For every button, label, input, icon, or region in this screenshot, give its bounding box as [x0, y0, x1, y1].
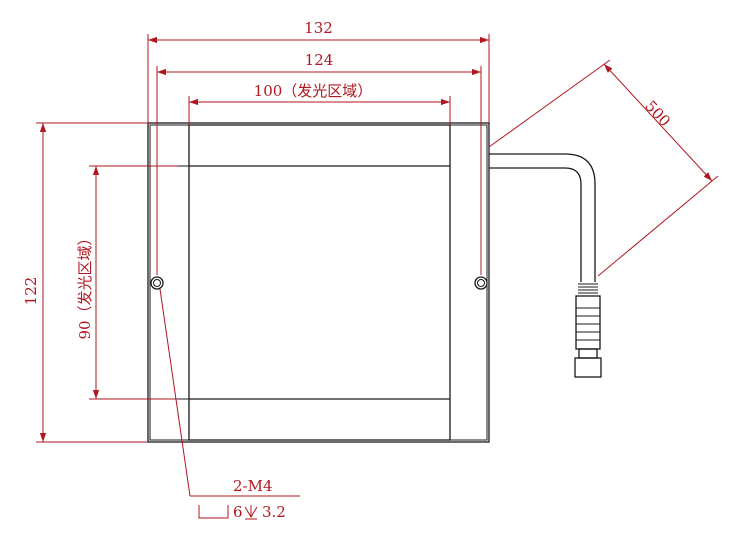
dim-hole-spacing-label: 124	[305, 51, 334, 69]
dim-overall-width: 132	[147, 19, 490, 123]
m12-connector	[574, 283, 602, 378]
light-panel-body	[147, 122, 490, 443]
callout-depth-value: 3.2	[262, 503, 286, 521]
counterbore-icon	[198, 505, 229, 519]
depth-icon	[244, 505, 258, 520]
callout-counterbore-diameter: 6	[233, 503, 243, 521]
dim-hole-spacing: 124	[156, 51, 482, 275]
callout-thread-label: 2-M4	[233, 477, 273, 495]
dim-emit-height-label: 90（发光区域）	[76, 230, 94, 339]
mounting-hole-left	[150, 276, 164, 290]
dim-cable-length-label: 500	[641, 97, 674, 130]
outer-frame	[147, 122, 490, 443]
dim-emit-height: 90（发光区域）	[76, 165, 178, 400]
dim-overall-height: 122	[22, 122, 148, 443]
outer-frame-inner-edge	[149, 124, 488, 441]
emit-area-frame	[188, 124, 451, 441]
dim-overall-height-label: 122	[22, 277, 40, 306]
dim-emit-width: 100（发光区域）	[188, 82, 451, 125]
dim-overall-width-label: 132	[304, 19, 333, 37]
hole-callout: 2-M4 6 3.2	[159, 288, 300, 521]
cable	[489, 153, 596, 282]
mounting-hole-right	[474, 276, 488, 290]
dim-emit-width-label: 100（发光区域）	[254, 82, 373, 100]
